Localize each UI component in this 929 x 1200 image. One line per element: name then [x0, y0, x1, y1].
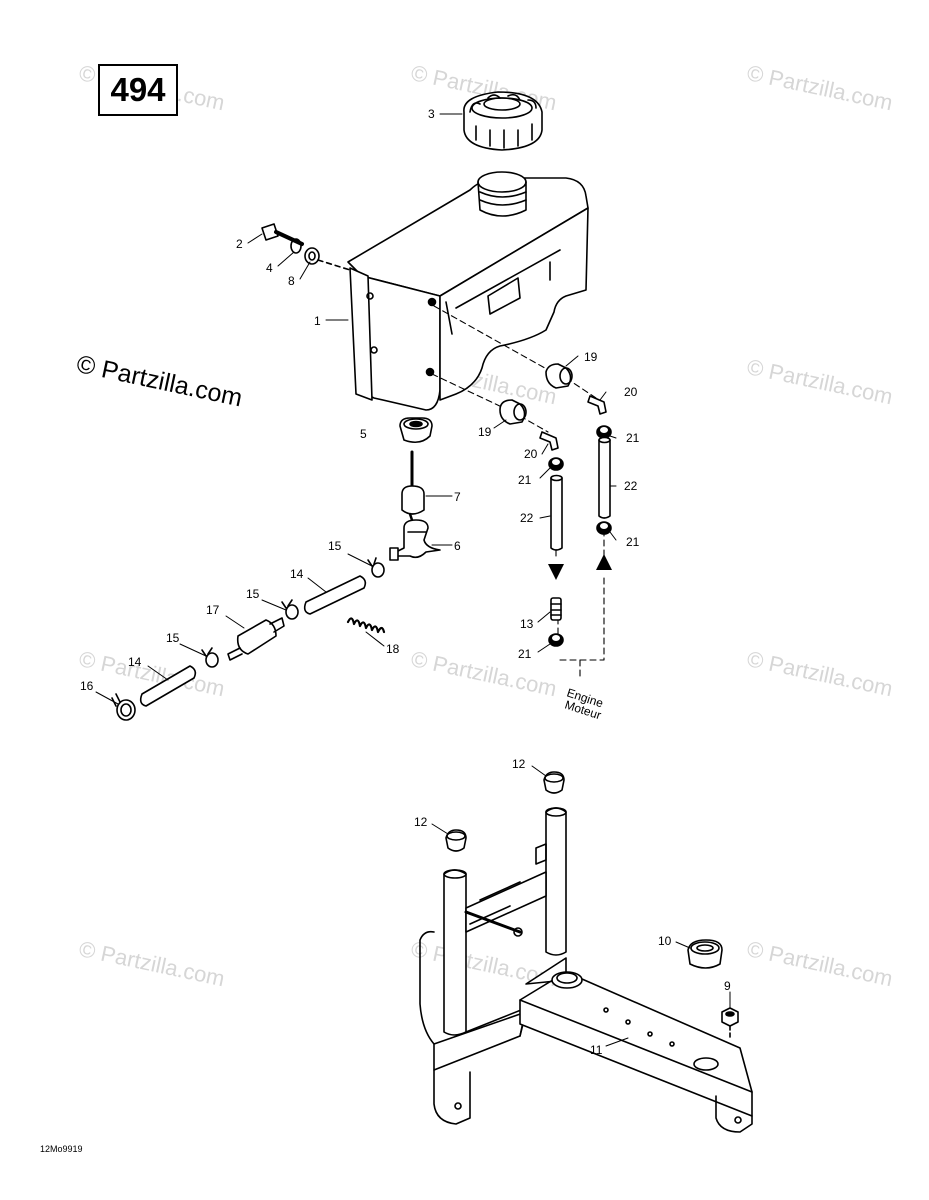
- clamps-15: [201, 557, 385, 668]
- nut-9: [721, 1007, 739, 1041]
- figure-code: 12Mo9919: [40, 1144, 83, 1154]
- callout-4: 4: [266, 261, 273, 275]
- elbow-fittings-20: [539, 395, 607, 451]
- page-number-box: 494: [98, 64, 178, 116]
- callout-17: 17: [206, 603, 220, 617]
- restrictor-13: [550, 597, 562, 621]
- callout-22: 22: [624, 479, 638, 493]
- grommet-5: [399, 417, 433, 444]
- callout-20: 20: [624, 385, 638, 399]
- clamp-16: [111, 693, 136, 721]
- caps-12: [445, 771, 565, 852]
- callout-10: 10: [658, 934, 672, 948]
- outlet-fitting-6: [389, 519, 441, 561]
- bolt-assembly: [261, 223, 351, 271]
- spring-18: [346, 617, 386, 634]
- callout-14: 14: [128, 655, 142, 669]
- callout-6: 6: [454, 539, 461, 553]
- callout-8: 8: [288, 274, 295, 288]
- callout-21: 21: [626, 431, 640, 445]
- grommets-19: [499, 363, 573, 425]
- callout-11: 11: [590, 1043, 603, 1057]
- callout-22: 22: [520, 511, 534, 525]
- callout-21: 21: [626, 535, 640, 549]
- callout-14: 14: [290, 567, 304, 581]
- filler-cap: [463, 91, 543, 151]
- callout-12: 12: [512, 757, 526, 771]
- callout-19: 19: [478, 425, 492, 439]
- strainer-7: [401, 450, 425, 528]
- callout-15: 15: [166, 631, 180, 645]
- hoses-14: [139, 575, 367, 707]
- support-bracket-11: [419, 807, 753, 1133]
- callout-15: 15: [246, 587, 260, 601]
- clamps-21: [548, 425, 612, 647]
- hoses-22: [550, 436, 611, 551]
- leader-lines: [95, 113, 731, 1047]
- callout-21: 21: [518, 647, 532, 661]
- callout-18: 18: [386, 642, 400, 656]
- oil-tank: [347, 171, 589, 411]
- callout-12: 12: [414, 815, 428, 829]
- callout-19: 19: [584, 350, 598, 364]
- callout-21: 21: [518, 473, 532, 487]
- callout-13: 13: [520, 617, 534, 631]
- callout-5: 5: [360, 427, 367, 441]
- filter-17: [227, 617, 285, 661]
- callout-16: 16: [80, 679, 94, 693]
- callout-15: 15: [328, 539, 342, 553]
- callout-7: 7: [454, 490, 461, 504]
- callout-1: 1: [314, 314, 321, 328]
- callout-2: 2: [236, 237, 243, 251]
- callout-9: 9: [724, 979, 731, 993]
- callout-3: 3: [428, 107, 435, 121]
- flow-arrows: [548, 554, 612, 580]
- grommet-10: [687, 939, 723, 969]
- callout-20: 20: [524, 447, 538, 461]
